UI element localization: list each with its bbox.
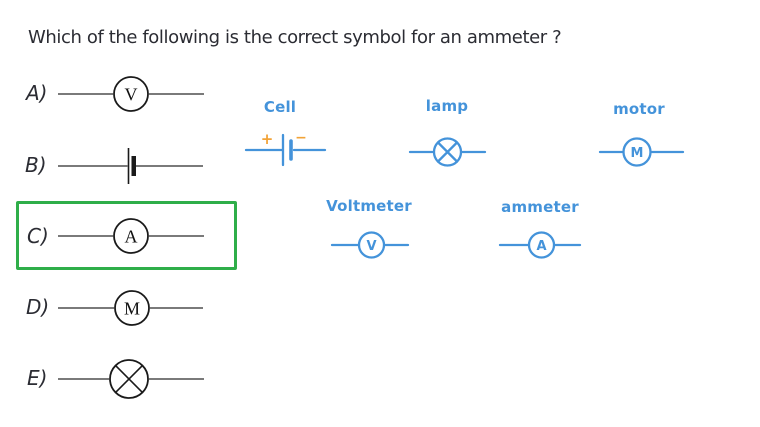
cell-plus-sign: +: [261, 130, 274, 148]
legend-label-cell: Cell: [263, 98, 297, 116]
option-d-motor-symbol-icon: M: [58, 290, 203, 326]
legend-motor-symbol-icon: M: [598, 137, 685, 167]
option-b-cell-symbol-icon: [58, 148, 203, 184]
question-text: Which of the following is the correct sy…: [28, 27, 562, 48]
legend-voltmeter-symbol-icon: V: [330, 231, 410, 259]
legend-ammeter-symbol-icon: A: [498, 231, 582, 259]
option-label-d: D): [26, 295, 50, 319]
legend-lamp-symbol-icon: [408, 137, 487, 167]
legend-label-ammeter: ammeter: [501, 198, 579, 216]
option-c-letter: A: [125, 227, 138, 247]
legend-cell-symbol-icon: + −: [244, 130, 327, 167]
correct-answer-highlight: [16, 201, 237, 270]
legend-label-motor: motor: [613, 100, 665, 118]
option-e-lamp-symbol-icon: [58, 359, 204, 399]
option-c-ammeter-symbol-icon: A: [58, 218, 204, 254]
option-label-e: E): [27, 366, 48, 390]
option-a-voltmeter-symbol-icon: V: [58, 76, 204, 112]
legend-voltmeter-letter: V: [366, 239, 376, 254]
option-label-c: C): [27, 224, 49, 248]
legend-motor-letter: M: [631, 146, 644, 161]
option-a-letter: V: [125, 85, 138, 105]
cell-minus-sign: −: [295, 130, 307, 146]
option-label-a: A): [26, 81, 48, 105]
legend-ammeter-letter: A: [536, 239, 546, 254]
option-d-letter: M: [124, 299, 140, 319]
legend-label-lamp: lamp: [425, 97, 469, 115]
option-label-b: B): [25, 153, 47, 177]
legend-label-voltmeter: Voltmeter: [326, 197, 412, 215]
